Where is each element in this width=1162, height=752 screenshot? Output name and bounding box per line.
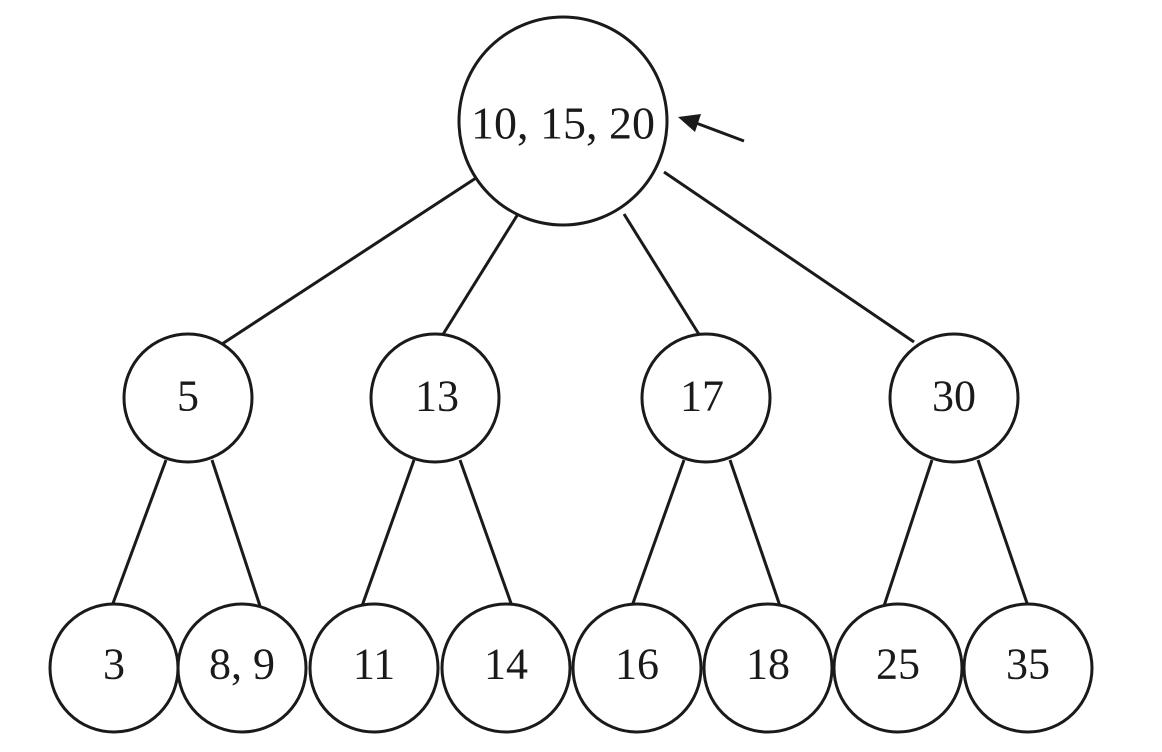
node-label-18: 18 bbox=[746, 640, 790, 689]
level2-node: 13 bbox=[369, 332, 501, 464]
node-label-8-9: 8, 9 bbox=[209, 640, 275, 689]
root-node: 10, 15, 20 bbox=[457, 15, 669, 227]
node-label-14: 14 bbox=[484, 640, 528, 689]
node-circle bbox=[440, 602, 572, 734]
node-label-5: 5 bbox=[177, 372, 199, 421]
node-circle bbox=[122, 332, 254, 464]
edge-root-to-30 bbox=[663, 170, 915, 344]
edge-root-to-17 bbox=[622, 213, 702, 337]
edges-level2-leaves bbox=[110, 459, 1030, 607]
node-label-17: 17 bbox=[680, 372, 724, 421]
node-circle bbox=[832, 602, 964, 734]
leaf-node: 35 bbox=[962, 602, 1094, 734]
node-label-30: 30 bbox=[932, 372, 976, 421]
edge-root-to-13 bbox=[440, 213, 520, 337]
node-label-11: 11 bbox=[353, 640, 395, 689]
node-label-25: 25 bbox=[876, 640, 920, 689]
edge-30-to-25 bbox=[882, 459, 934, 607]
level2-node: 5 bbox=[122, 332, 254, 464]
node-circle bbox=[888, 332, 1020, 464]
level2-node: 17 bbox=[640, 332, 772, 464]
pointer-arrow-shaft bbox=[695, 121, 745, 143]
node-circle bbox=[369, 332, 501, 464]
node-label-13: 13 bbox=[415, 372, 459, 421]
node-circle bbox=[571, 602, 703, 734]
node-circle bbox=[176, 602, 308, 734]
root-node-label: 10, 15, 20 bbox=[471, 98, 655, 149]
leaf-node: 18 bbox=[702, 602, 834, 734]
node-label-16: 16 bbox=[615, 640, 659, 689]
level2-node: 30 bbox=[888, 332, 1020, 464]
leaf-node: 11 bbox=[308, 602, 440, 734]
leaf-node: 14 bbox=[440, 602, 572, 734]
edge-17-to-18 bbox=[728, 459, 782, 607]
root-node-circle bbox=[457, 15, 669, 227]
edges-root-level2 bbox=[221, 170, 915, 346]
node-label-35: 35 bbox=[1006, 640, 1050, 689]
edge-17-to-16 bbox=[630, 459, 686, 607]
leaf-node: 3 bbox=[48, 602, 180, 734]
edge-30-to-35 bbox=[976, 459, 1030, 607]
node-circle bbox=[640, 332, 772, 464]
node-label-3: 3 bbox=[103, 640, 125, 689]
leaf-node: 16 bbox=[571, 602, 703, 734]
edge-root-to-5 bbox=[221, 176, 477, 346]
pointer-arrow bbox=[678, 114, 745, 143]
edge-13-to-14 bbox=[458, 459, 514, 607]
edge-5-to-3 bbox=[110, 459, 168, 607]
node-circle bbox=[962, 602, 1094, 734]
node-circle bbox=[308, 602, 440, 734]
edge-13-to-11 bbox=[360, 459, 416, 607]
pointer-arrow-head bbox=[678, 114, 701, 132]
leaf-node: 25 bbox=[832, 602, 964, 734]
leaf-node: 8, 9 bbox=[176, 602, 308, 734]
edge-5-to-8-9 bbox=[210, 459, 262, 607]
node-circle bbox=[702, 602, 834, 734]
